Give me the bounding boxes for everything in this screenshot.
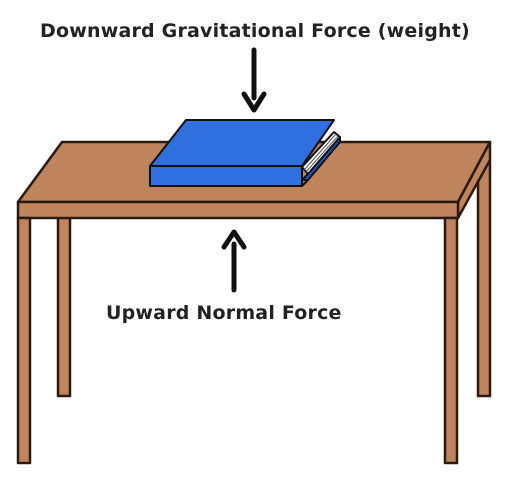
down-arrow-icon (241, 47, 267, 113)
table-front-edge (16, 200, 460, 220)
table (16, 140, 492, 465)
table-front-right-leg (443, 216, 459, 465)
book-spine (149, 165, 303, 187)
table-front-left-leg (16, 216, 32, 465)
book-cover-top (149, 119, 335, 167)
table-back-right-leg (476, 158, 492, 398)
table-back-left-leg (56, 212, 72, 398)
up-arrow-icon (221, 229, 247, 293)
normal-force-label: Upward Normal Force (106, 302, 342, 324)
weight-force-label: Downward Gravitational Force (weight) (40, 20, 470, 42)
book (149, 119, 341, 187)
